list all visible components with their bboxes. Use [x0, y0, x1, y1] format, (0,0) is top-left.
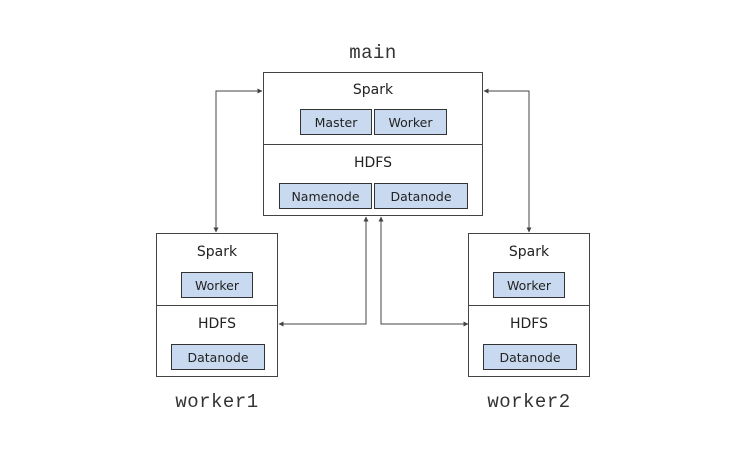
node-main: Spark Master Worker HDFS Namenode Datano… [263, 72, 483, 216]
hdfs-datanode-component: Datanode [171, 344, 265, 370]
section-title: Spark [352, 82, 394, 98]
section-title: HDFS [353, 155, 392, 171]
host-label-worker1: worker1 [175, 391, 259, 413]
hdfs-link-worker1 [278, 216, 369, 327]
spark-master-component: Master [300, 109, 372, 135]
spark-section: Spark Master Worker [264, 73, 482, 144]
section-title: Spark [508, 244, 550, 260]
hdfs-section: HDFS Datanode [157, 305, 277, 378]
spark-section: Spark Worker [157, 234, 277, 305]
hdfs-section: HDFS Namenode Datanode [264, 144, 482, 217]
node-worker2: Spark Worker HDFS Datanode [468, 233, 590, 377]
section-title: HDFS [509, 316, 548, 332]
section-title: Spark [196, 244, 238, 260]
node-worker1: Spark Worker HDFS Datanode [156, 233, 278, 377]
hdfs-section: HDFS Datanode [469, 305, 589, 378]
host-label-main: main [349, 42, 397, 64]
spark-section: Spark Worker [469, 234, 589, 305]
host-label-worker2: worker2 [487, 391, 571, 413]
spark-link-worker1 [213, 88, 263, 233]
hdfs-datanode-component: Datanode [374, 183, 468, 209]
hdfs-link-worker2 [378, 216, 469, 327]
spark-worker-component: Worker [493, 272, 565, 298]
hdfs-namenode-component: Namenode [279, 183, 372, 209]
spark-worker-component: Worker [374, 109, 447, 135]
spark-link-worker2 [483, 88, 532, 233]
spark-worker-component: Worker [181, 272, 253, 298]
hdfs-datanode-component: Datanode [483, 344, 577, 370]
section-title: HDFS [197, 316, 236, 332]
